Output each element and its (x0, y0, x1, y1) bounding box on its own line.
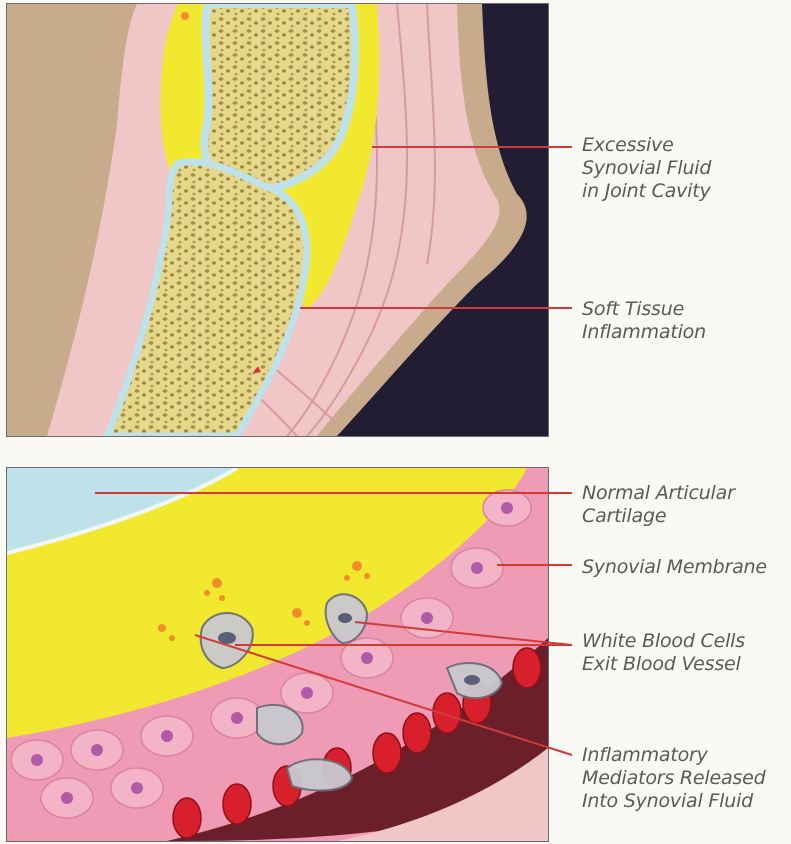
cellular-detail-svg (7, 468, 548, 841)
cellular-detail-illustration (6, 467, 549, 842)
label-normal-articular-cartilage: Normal Articular Cartilage (582, 482, 735, 528)
label-white-blood-cells: White Blood Cells Exit Blood Vessel (582, 630, 745, 676)
joint-cross-section-illustration (6, 3, 549, 437)
label-excessive-synovial-fluid: Excessive Synovial Fluid in Joint Cavity (582, 134, 711, 203)
label-synovial-membrane: Synovial Membrane (582, 556, 767, 579)
label-soft-tissue-inflammation: Soft Tissue Inflammation (582, 298, 706, 344)
label-inflammatory-mediators: Inflammatory Mediators Released Into Syn… (582, 744, 765, 813)
joint-cross-section-svg (7, 4, 548, 436)
articular-cartilage (7, 468, 237, 553)
